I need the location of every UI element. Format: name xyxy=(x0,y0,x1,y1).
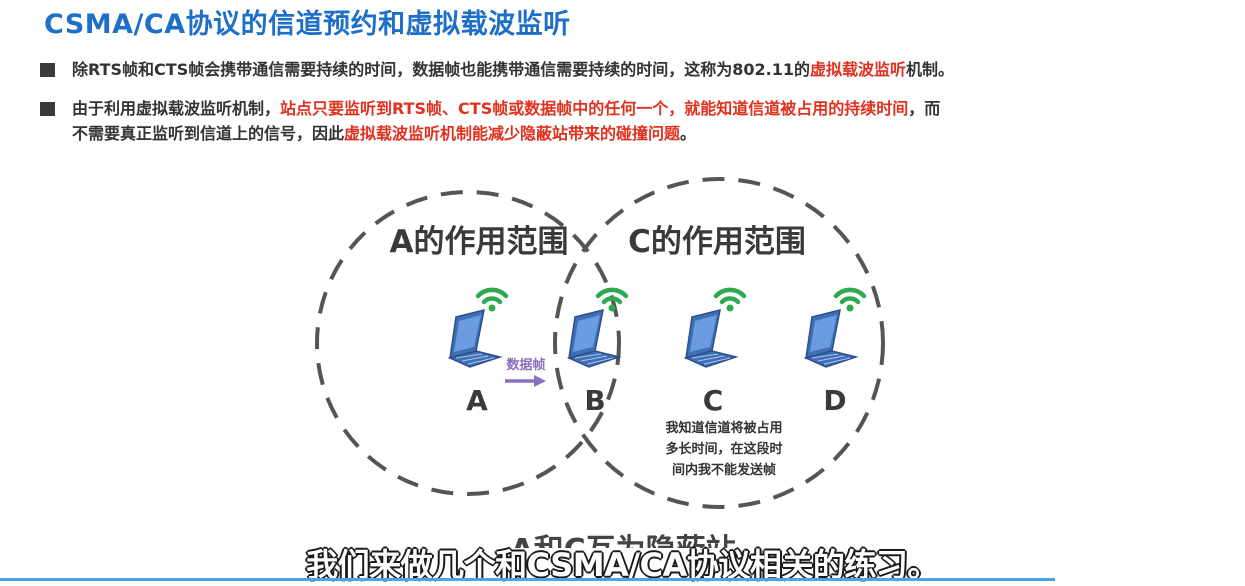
video-subtitle: 我们来做几个和CSMA/CA协议相关的练习。 xyxy=(306,546,939,584)
laptop-icon xyxy=(449,309,501,368)
bullet-2-text-b: ，而 xyxy=(908,99,941,118)
bullet-2-highlight-b: 虚拟载波监听机制能减少隐蔽站带来的碰撞问题 xyxy=(344,124,681,143)
page-title: CSMA/CA协议的信道预约和虚拟载波监听 xyxy=(44,9,571,40)
wifi-icon xyxy=(716,290,744,312)
bullet-2-end: 。 xyxy=(680,124,697,143)
wifi-icon xyxy=(478,290,506,312)
laptop-icon xyxy=(805,309,857,368)
station-b-label: B xyxy=(584,384,605,417)
range-a-circle xyxy=(315,190,621,496)
c-note-line-2: 多长时间，在这段时 xyxy=(665,441,782,457)
laptop-icon xyxy=(685,309,737,368)
bottom-partial-label: A和C互为隐蔽站 xyxy=(510,533,735,568)
data-frame-label: 数据帧 xyxy=(506,357,545,373)
station-c-label: C xyxy=(703,384,724,417)
laptop-icon xyxy=(568,309,620,368)
video-progress-bar[interactable] xyxy=(0,578,1055,581)
bullet-1-highlight: 虚拟载波监听 xyxy=(809,60,906,79)
wifi-icon xyxy=(598,290,626,312)
c-note-line-1: 我知道信道将被占用 xyxy=(665,420,782,436)
c-note-line-3: 间内我不能发送帧 xyxy=(672,462,776,478)
station-d-label: D xyxy=(823,384,846,417)
data-frame-arrow-icon xyxy=(505,375,546,387)
bullet-2-text-c: 不需要真正监听到信道上的信号，因此 xyxy=(72,124,345,143)
bullet-2-highlight-a: 站点只要监听到RTS帧、CTS帧或数据帧中的任何一个，就能知道信道被占用的持续时… xyxy=(280,99,909,118)
bullet-square-icon xyxy=(40,63,55,77)
station-a-label: A xyxy=(466,384,488,417)
bullet-square-icon xyxy=(40,102,55,116)
bullet-1-end: 机制。 xyxy=(905,60,954,79)
wifi-icon xyxy=(836,290,864,312)
range-c-label: C的作用范围 xyxy=(628,224,806,260)
bullet-1-text: 除RTS帧和CTS帧会携带通信需要持续的时间，数据帧也能携带通信需要持续的时间，… xyxy=(72,60,810,79)
range-c-circle xyxy=(553,177,885,509)
bullet-2-text-a: 由于利用虚拟载波监听机制， xyxy=(72,99,281,118)
range-a-label: A的作用范围 xyxy=(390,224,569,260)
